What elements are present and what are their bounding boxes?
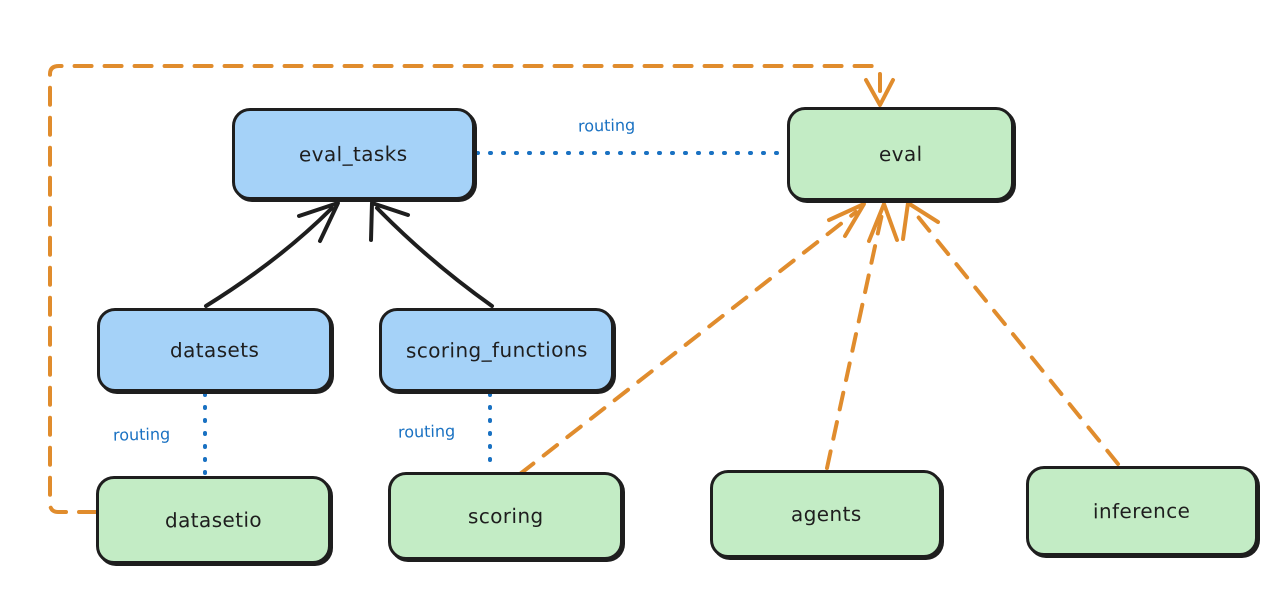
node-label-datasets: datasets (169, 337, 260, 363)
node-label-eval-tasks: eval_tasks (299, 141, 408, 167)
edge-label-routing-scoring-functions-scoring: routing (397, 421, 456, 442)
node-label-scoring-functions: scoring_functions (405, 337, 588, 363)
edge-scoring-functions-to-eval-tasks (369, 201, 494, 308)
edge-agents-to-eval (825, 202, 899, 470)
node-agents[interactable]: agents (710, 470, 942, 558)
node-label-scoring: scoring (467, 503, 544, 529)
node-label-datasetio: datasetio (164, 507, 263, 533)
edge-datasets-to-eval-tasks (204, 201, 340, 308)
node-inference[interactable]: inference (1026, 466, 1258, 556)
edge-inference-to-eval (901, 201, 1120, 466)
node-eval[interactable]: eval (787, 107, 1014, 201)
node-eval-tasks[interactable]: eval_tasks (232, 108, 475, 200)
edge-label-routing-eval-tasks-eval: routing (577, 115, 636, 136)
node-datasets[interactable]: datasets (97, 308, 332, 392)
node-label-agents: agents (790, 501, 862, 527)
node-label-eval: eval (878, 141, 923, 167)
node-scoring[interactable]: scoring (388, 472, 623, 560)
node-label-inference: inference (1093, 498, 1191, 524)
edge-label-routing-datasets-datasetio: routing (112, 424, 171, 445)
node-datasetio[interactable]: datasetio (96, 476, 331, 564)
node-scoring-functions[interactable]: scoring_functions (379, 308, 614, 392)
